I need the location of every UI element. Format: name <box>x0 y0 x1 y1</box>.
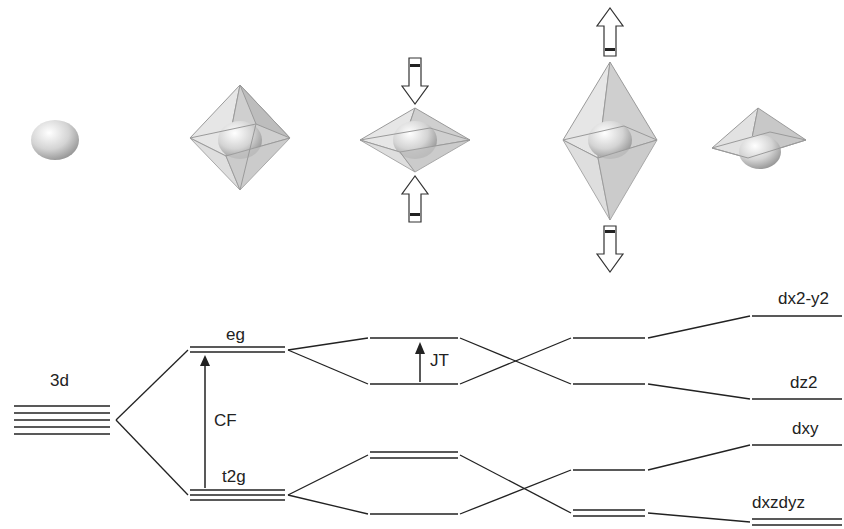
free-ion <box>31 120 79 160</box>
level-label: CF <box>214 412 237 431</box>
level-label: dxzdyz <box>752 494 805 513</box>
square-pyramid <box>712 108 806 169</box>
elongate-arrows <box>597 8 623 272</box>
level-label: JT <box>430 352 449 371</box>
compress-arrows <box>402 58 428 222</box>
level-label: dx2-y2 <box>778 290 829 309</box>
energy-levels <box>14 316 842 525</box>
level-label: 3d <box>50 372 69 391</box>
level-label: eg <box>226 326 245 345</box>
level-label: dxy <box>792 420 818 439</box>
level-label: t2g <box>222 468 246 487</box>
level-label: dz2 <box>790 374 817 393</box>
splitting-arrows <box>200 342 425 488</box>
elongated-octahedron <box>563 62 657 220</box>
compressed-octahedron <box>360 108 470 172</box>
octahedron <box>190 85 290 190</box>
